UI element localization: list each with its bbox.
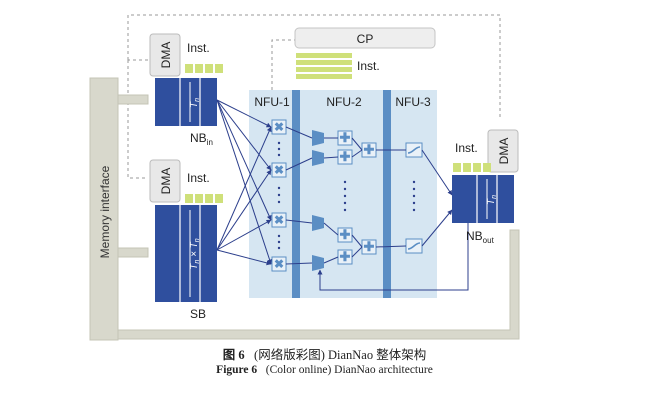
inst-sb-cells	[185, 194, 223, 203]
svg-text:✚: ✚	[340, 249, 351, 264]
dma-nbin-box	[149, 33, 181, 77]
inst-cp-label: Inst.	[357, 59, 380, 73]
svg-text:✖: ✖	[274, 163, 284, 177]
inst-nbin-cells	[185, 64, 223, 73]
output-wires	[421, 149, 453, 247]
svg-text:✖: ✖	[274, 120, 284, 134]
dma-sb-label: DMA	[159, 168, 173, 195]
ellipsis-dots	[277, 141, 281, 250]
nbout-label: NBout	[466, 229, 495, 245]
multiplier-unit: ✖	[271, 119, 287, 135]
nfu-divider-2	[383, 90, 391, 298]
nfu-divider-1	[292, 90, 300, 298]
internal-wires	[285, 126, 407, 265]
svg-text:✖: ✖	[274, 213, 284, 227]
svg-text:✚: ✚	[340, 227, 351, 242]
nbin-tn-label: Tn	[189, 98, 201, 108]
nbin-label: NBin	[190, 131, 213, 147]
svg-text:✚: ✚	[340, 130, 351, 145]
cp-block: CP Inst.	[294, 27, 436, 79]
feedback-wire	[317, 222, 469, 291]
inst-sb-label: Inst.	[187, 171, 210, 185]
cp-box	[294, 27, 436, 49]
caption-cn-figure-number: 图 6	[222, 348, 245, 362]
figure-caption-english: Figure 6 (Color online) DianNao architec…	[0, 364, 649, 376]
svg-text:✚: ✚	[364, 142, 375, 157]
nfu3-label: NFU-3	[395, 95, 431, 109]
sb-block: DMA Inst. Tn × Tn SB	[149, 159, 223, 321]
memory-interface-label: Memory interface	[98, 165, 112, 258]
sb-label: SB	[190, 307, 206, 321]
multiplier-unit: ✖	[271, 256, 287, 272]
nbout-buffer: Tn	[452, 175, 514, 223]
nfu2-label: NFU-2	[326, 95, 362, 109]
multiplier-unit: ✖	[271, 212, 287, 228]
cp-label: CP	[357, 32, 374, 46]
inst-cp-cells	[296, 53, 352, 79]
diannao-architecture-diagram: Memory interface DMA Inst. Tn NBin DMA I…	[89, 14, 520, 341]
ellipsis-dots	[412, 180, 416, 212]
sb-tnxtn-label: Tn × Tn	[189, 238, 201, 270]
svg-text:✖: ✖	[274, 257, 284, 271]
nfu3-activation	[405, 142, 423, 254]
sb-buffer: Tn × Tn	[155, 205, 217, 302]
nfu-pipeline: NFU-1 NFU-2 NFU-3 ✖ ✖ ✖ ✖ ✚	[249, 90, 437, 298]
input-wires	[216, 99, 272, 266]
multiplier-unit: ✖	[271, 162, 287, 178]
sigma-units	[312, 130, 324, 271]
inst-nbout-label: Inst.	[455, 141, 478, 155]
dma-sb-box	[149, 159, 181, 203]
memory-interface: Memory interface	[89, 77, 119, 341]
caption-en-text: (Color online) DianNao architecture	[265, 364, 433, 376]
dma-nbin-label: DMA	[159, 42, 173, 69]
memory-interface-bar	[89, 77, 119, 341]
inst-nbout-cells	[453, 163, 491, 172]
figure-caption-chinese: 图 6 (网络版彩图) DianNao 整体架构	[0, 344, 649, 363]
nfu1-label: NFU-1	[254, 95, 290, 109]
inst-nbin-label: Inst.	[187, 41, 210, 55]
nfu1-multipliers: ✖ ✖ ✖ ✖	[271, 119, 287, 272]
caption-en-figure-number: Figure 6	[216, 364, 258, 376]
nbin-block: DMA Inst. Tn NBin	[149, 33, 223, 147]
svg-text:✚: ✚	[340, 149, 351, 164]
svg-text:✚: ✚	[364, 239, 375, 254]
nbin-buffer: Tn	[155, 78, 217, 126]
caption-cn-text: (网络版彩图) DianNao 整体架构	[254, 348, 427, 362]
memory-bus	[117, 94, 520, 340]
dma-nbout-box	[487, 129, 519, 173]
dma-nbout-label: DMA	[497, 138, 511, 165]
nbout-tn-label: Tn	[486, 195, 498, 205]
ellipsis-dots	[343, 180, 347, 212]
nbout-block: DMA Inst. Tn NBout	[452, 129, 519, 245]
